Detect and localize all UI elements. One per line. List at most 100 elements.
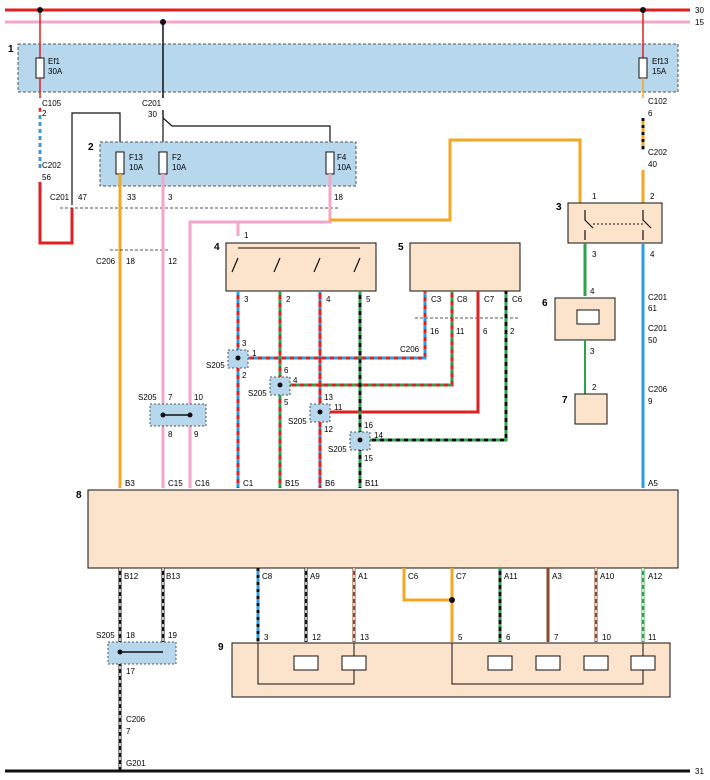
m8-c8: C8 xyxy=(262,572,273,581)
actuator-3-icon xyxy=(487,655,513,671)
ef1-rating: 30A xyxy=(48,67,63,76)
ef1-fuse xyxy=(35,57,45,79)
ef1-junction-dot xyxy=(37,7,43,13)
s205-e-pin2: 10 xyxy=(194,393,203,402)
s205-d-pin1: 16 xyxy=(364,421,373,430)
m8-c7: C7 xyxy=(456,572,467,581)
g201-label: G201 xyxy=(126,759,146,768)
c201a-pin: 30 xyxy=(148,110,157,119)
ef13-fuse xyxy=(638,57,648,79)
ef1-loop-wire xyxy=(38,182,74,245)
s205-splice-e-dot1 xyxy=(160,412,166,418)
f13-fuse xyxy=(115,151,125,175)
rail-31-label: 31 xyxy=(695,767,704,776)
component-4-box xyxy=(225,242,377,292)
m5-c3-wire-blue xyxy=(238,291,427,360)
c201c-label: C201 xyxy=(648,293,668,302)
component-8-label: 8 xyxy=(76,490,82,501)
s205-e-label: S205 xyxy=(138,393,157,402)
m8-b13: B13 xyxy=(166,572,181,581)
comp-6-pin3: 3 xyxy=(590,347,595,356)
m8-c1: C1 xyxy=(243,479,254,488)
m8-a5: A5 xyxy=(648,479,658,488)
c206a-label: C206 xyxy=(96,257,116,266)
f2-out-pin: 3 xyxy=(168,193,173,202)
m5-c6-wire-green xyxy=(360,291,508,442)
c6-wire-orange xyxy=(402,568,452,602)
m8-b11: B11 xyxy=(365,479,379,488)
s205-splice-f xyxy=(107,641,177,665)
s205-b-pin3: 5 xyxy=(284,398,289,407)
f4-name: F4 xyxy=(337,153,347,162)
s205-e-pin1: 7 xyxy=(168,393,173,402)
m9-pin7: 7 xyxy=(554,633,559,642)
m9-pin3: 3 xyxy=(264,633,269,642)
m5-p16: 16 xyxy=(430,327,439,336)
m5-c6-wire-black xyxy=(360,291,508,442)
m8-a11: A11 xyxy=(504,572,518,581)
component-1-label: 1 xyxy=(8,44,14,55)
rail15-junction-dot xyxy=(160,19,166,25)
actuator-4-icon xyxy=(535,655,561,671)
m5-c8-wire-green xyxy=(280,291,454,387)
s205-b-pin1: 6 xyxy=(284,366,289,375)
s205-f-pin2: 19 xyxy=(168,631,177,640)
f13-rating: 10A xyxy=(129,163,144,172)
m5-c3-wire-red xyxy=(238,291,427,360)
s205-a-pin2: 1 xyxy=(252,349,257,358)
s205-splice-b-dot xyxy=(277,382,283,388)
c105-label: C105 xyxy=(42,99,62,108)
s205-a-pin3: 2 xyxy=(242,371,247,380)
m9-pin6: 6 xyxy=(506,633,511,642)
sw4-p4: 4 xyxy=(326,295,331,304)
relay-3-switch-b-icon xyxy=(642,210,652,240)
sw4-p3: 3 xyxy=(244,295,249,304)
component-4-label: 4 xyxy=(214,242,220,253)
f13-name: F13 xyxy=(129,153,143,162)
m8-c15: C15 xyxy=(168,479,183,488)
s205-b-pin2: 4 xyxy=(293,376,298,385)
m5-c7: C7 xyxy=(484,295,495,304)
c206b-label: C206 xyxy=(400,345,420,354)
f4-out-pin: 18 xyxy=(334,193,343,202)
c206a-pin2: 12 xyxy=(168,257,177,266)
s205-f-pin3: 17 xyxy=(126,667,135,676)
m5-c3: C3 xyxy=(431,295,442,304)
s205-c-pin1: 13 xyxy=(324,393,333,402)
c206c-pin: 9 xyxy=(648,397,653,406)
f13-feed-wire xyxy=(71,112,121,205)
m8-c6: C6 xyxy=(408,572,419,581)
s205-c-label: S205 xyxy=(288,417,307,426)
m8-a12: A12 xyxy=(648,572,663,581)
m9-pin13: 13 xyxy=(360,633,369,642)
component-5-label: 5 xyxy=(398,242,404,253)
actuator-6-icon xyxy=(630,655,656,671)
ef13-name: Ef13 xyxy=(652,57,669,66)
c201a-label: C201 xyxy=(142,99,162,108)
component-8-box xyxy=(87,489,679,569)
m5-c6: C6 xyxy=(512,295,523,304)
f4-to-relay-wire-orange xyxy=(330,138,582,222)
f2-rating: 10A xyxy=(172,163,187,172)
relay-3-pin1: 1 xyxy=(592,192,597,201)
sw4-contacts-icon xyxy=(231,257,361,273)
m5-p11: 11 xyxy=(456,327,465,336)
relay-3-pin2: 2 xyxy=(650,192,655,201)
comp-6-coil-icon xyxy=(576,309,600,325)
component-3-label: 3 xyxy=(556,202,562,213)
ef13-rating: 15A xyxy=(652,67,667,76)
s205-f-label: S205 xyxy=(96,631,115,640)
sw4-p5: 5 xyxy=(366,295,371,304)
s205-e-pin4: 9 xyxy=(194,430,199,439)
comp-6-pin4: 4 xyxy=(590,287,595,296)
component-5-box xyxy=(409,242,521,292)
c202b-label: C202 xyxy=(648,148,668,157)
m5-c7-wire-red xyxy=(320,291,480,414)
s205-splice-f-dot xyxy=(117,649,123,655)
m9-pin12: 12 xyxy=(312,633,321,642)
m8-a1: A1 xyxy=(358,572,368,581)
ef13-junction-dot xyxy=(640,7,646,13)
f4-fuse xyxy=(325,151,335,175)
rail-30-label: 30 xyxy=(695,6,704,15)
